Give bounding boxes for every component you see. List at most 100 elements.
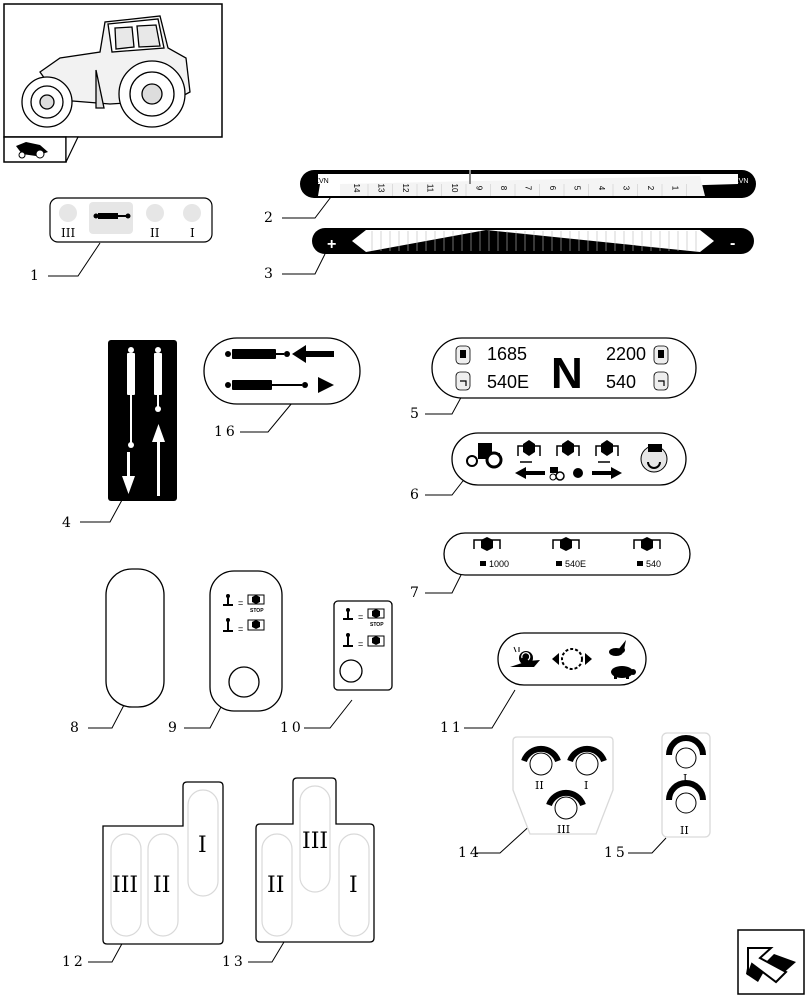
- decal1-label-iii: III: [61, 226, 75, 240]
- decal2-scale-number: 5: [573, 186, 582, 191]
- decal7-label-1000: 1000: [489, 559, 509, 569]
- decal2-scale-number: 11: [426, 184, 435, 193]
- decal13-label-ii: II: [267, 873, 284, 898]
- svg-text:=: =: [238, 598, 243, 608]
- decal2-scale-number: 6: [548, 186, 557, 191]
- switch-icon: [640, 444, 668, 473]
- callout-15: 15: [604, 845, 628, 861]
- decal5-bottom-right: 540: [606, 372, 636, 392]
- callout-14: 14: [458, 845, 482, 861]
- svg-text:=: =: [358, 639, 363, 649]
- callout-5: 5: [410, 406, 419, 422]
- gear-selector-ii: [521, 745, 561, 776]
- decal5-top-right: 2200: [606, 344, 646, 364]
- decal-4: [108, 340, 177, 501]
- tortoise-icon: [611, 666, 636, 679]
- decal-11: [497, 632, 647, 686]
- decal2-scale-number: 7: [524, 186, 533, 191]
- cylinder-extend-icon: [154, 347, 162, 412]
- pto-stop-icon: [367, 608, 385, 619]
- decal-10: = STOP =: [333, 600, 393, 691]
- decal-9: = STOP =: [209, 570, 283, 712]
- callout-8: 8: [70, 720, 79, 736]
- gear-selector-iii: [546, 789, 586, 820]
- pto-gear-icon: [573, 468, 583, 478]
- pto-run-icon: [367, 635, 385, 647]
- decal3-plus: +: [327, 236, 336, 253]
- pto-engaged-icon: [455, 345, 471, 365]
- decal-14: II I III: [512, 736, 614, 836]
- lever-down-icon: [223, 594, 233, 606]
- decal-5: 1685 540E 2200 540 N: [431, 337, 697, 399]
- gear-selector-ii: [666, 780, 706, 814]
- callout-9: 9: [168, 720, 177, 736]
- pto-run-icon: [247, 619, 265, 631]
- cylinder-retract-icon: [225, 345, 334, 363]
- snail-icon: [510, 646, 540, 667]
- tractor-icon: [466, 443, 503, 469]
- callout-1: 1: [30, 268, 39, 284]
- decal-15: I II: [661, 732, 711, 838]
- small-tractor-icon: [549, 467, 565, 481]
- decal12-label-i: I: [198, 833, 207, 858]
- engine-speed-icon: [552, 648, 592, 670]
- pto-engaged-icon: [653, 345, 669, 365]
- arrow-right-icon: [592, 467, 622, 479]
- callout-3: 3: [264, 266, 273, 282]
- decal1-label-ii: II: [150, 226, 160, 240]
- decal2-scale-number: 2: [646, 186, 655, 191]
- next-page-arrow-icon[interactable]: [737, 929, 805, 995]
- gear-selector-i: [666, 735, 706, 769]
- tractor-view-icon: [16, 142, 48, 159]
- callout-11: 11: [440, 720, 464, 736]
- callout-13: 13: [222, 954, 246, 970]
- hydraulic-cylinder-icon: [93, 213, 131, 219]
- pto-shaft-icon: [517, 440, 541, 463]
- decal2-right-label: + XVN: [728, 178, 748, 185]
- decal12-label-ii: II: [153, 873, 170, 898]
- decal15-label-ii: II: [680, 824, 689, 837]
- decal2-scale-number: 8: [499, 186, 508, 191]
- pto-disengaged-icon: [455, 371, 471, 391]
- pto-disengaged-icon: [653, 371, 669, 391]
- decal-6: [451, 432, 687, 486]
- decal-8: [105, 568, 165, 708]
- decal-3: + -: [312, 228, 754, 254]
- callout-10: 10: [280, 720, 304, 736]
- cylinder-retract-icon: [127, 347, 135, 448]
- decal2-scale-number: 13: [377, 184, 386, 193]
- tractor-icon: [21, 15, 191, 128]
- decal12-label-iii: III: [112, 873, 138, 898]
- decal14-label-ii: II: [535, 779, 544, 792]
- decal14-label-i: I: [584, 779, 588, 792]
- decal5-center: N: [551, 349, 583, 398]
- decal14-label-iii: III: [557, 823, 570, 836]
- decal10-stop: STOP: [370, 622, 384, 628]
- button-hole: [339, 659, 363, 683]
- lever-up-icon: [223, 618, 233, 632]
- decal7-label-540e: 540E: [565, 559, 586, 569]
- pto-540-icon: [633, 537, 661, 566]
- decal2-scale-number: 10: [450, 184, 459, 193]
- decal2-scale-number: 3: [622, 186, 631, 191]
- callout-4: 4: [62, 515, 71, 531]
- button-hole: [228, 666, 260, 698]
- decal13-label-i: I: [349, 873, 358, 898]
- pto-1000-icon: [473, 537, 501, 566]
- pto-shaft-icon: [595, 440, 619, 463]
- decal3-minus: -: [730, 235, 735, 252]
- callout-12: 12: [62, 954, 86, 970]
- decal-13: II III I: [255, 777, 375, 943]
- decal5-bottom-left: 540E: [487, 372, 529, 392]
- decal13-label-iii: III: [302, 829, 328, 854]
- pto-540e-icon: [552, 537, 580, 566]
- svg-text:=: =: [238, 624, 243, 634]
- arrow-left-icon: [515, 467, 545, 479]
- decal7-label-540: 540: [646, 559, 661, 569]
- decal5-top-left: 1685: [487, 344, 527, 364]
- decal2-scale-number: 1: [671, 186, 680, 191]
- pto-stop-icon: [247, 594, 265, 605]
- decal-1: III II I: [49, 197, 213, 243]
